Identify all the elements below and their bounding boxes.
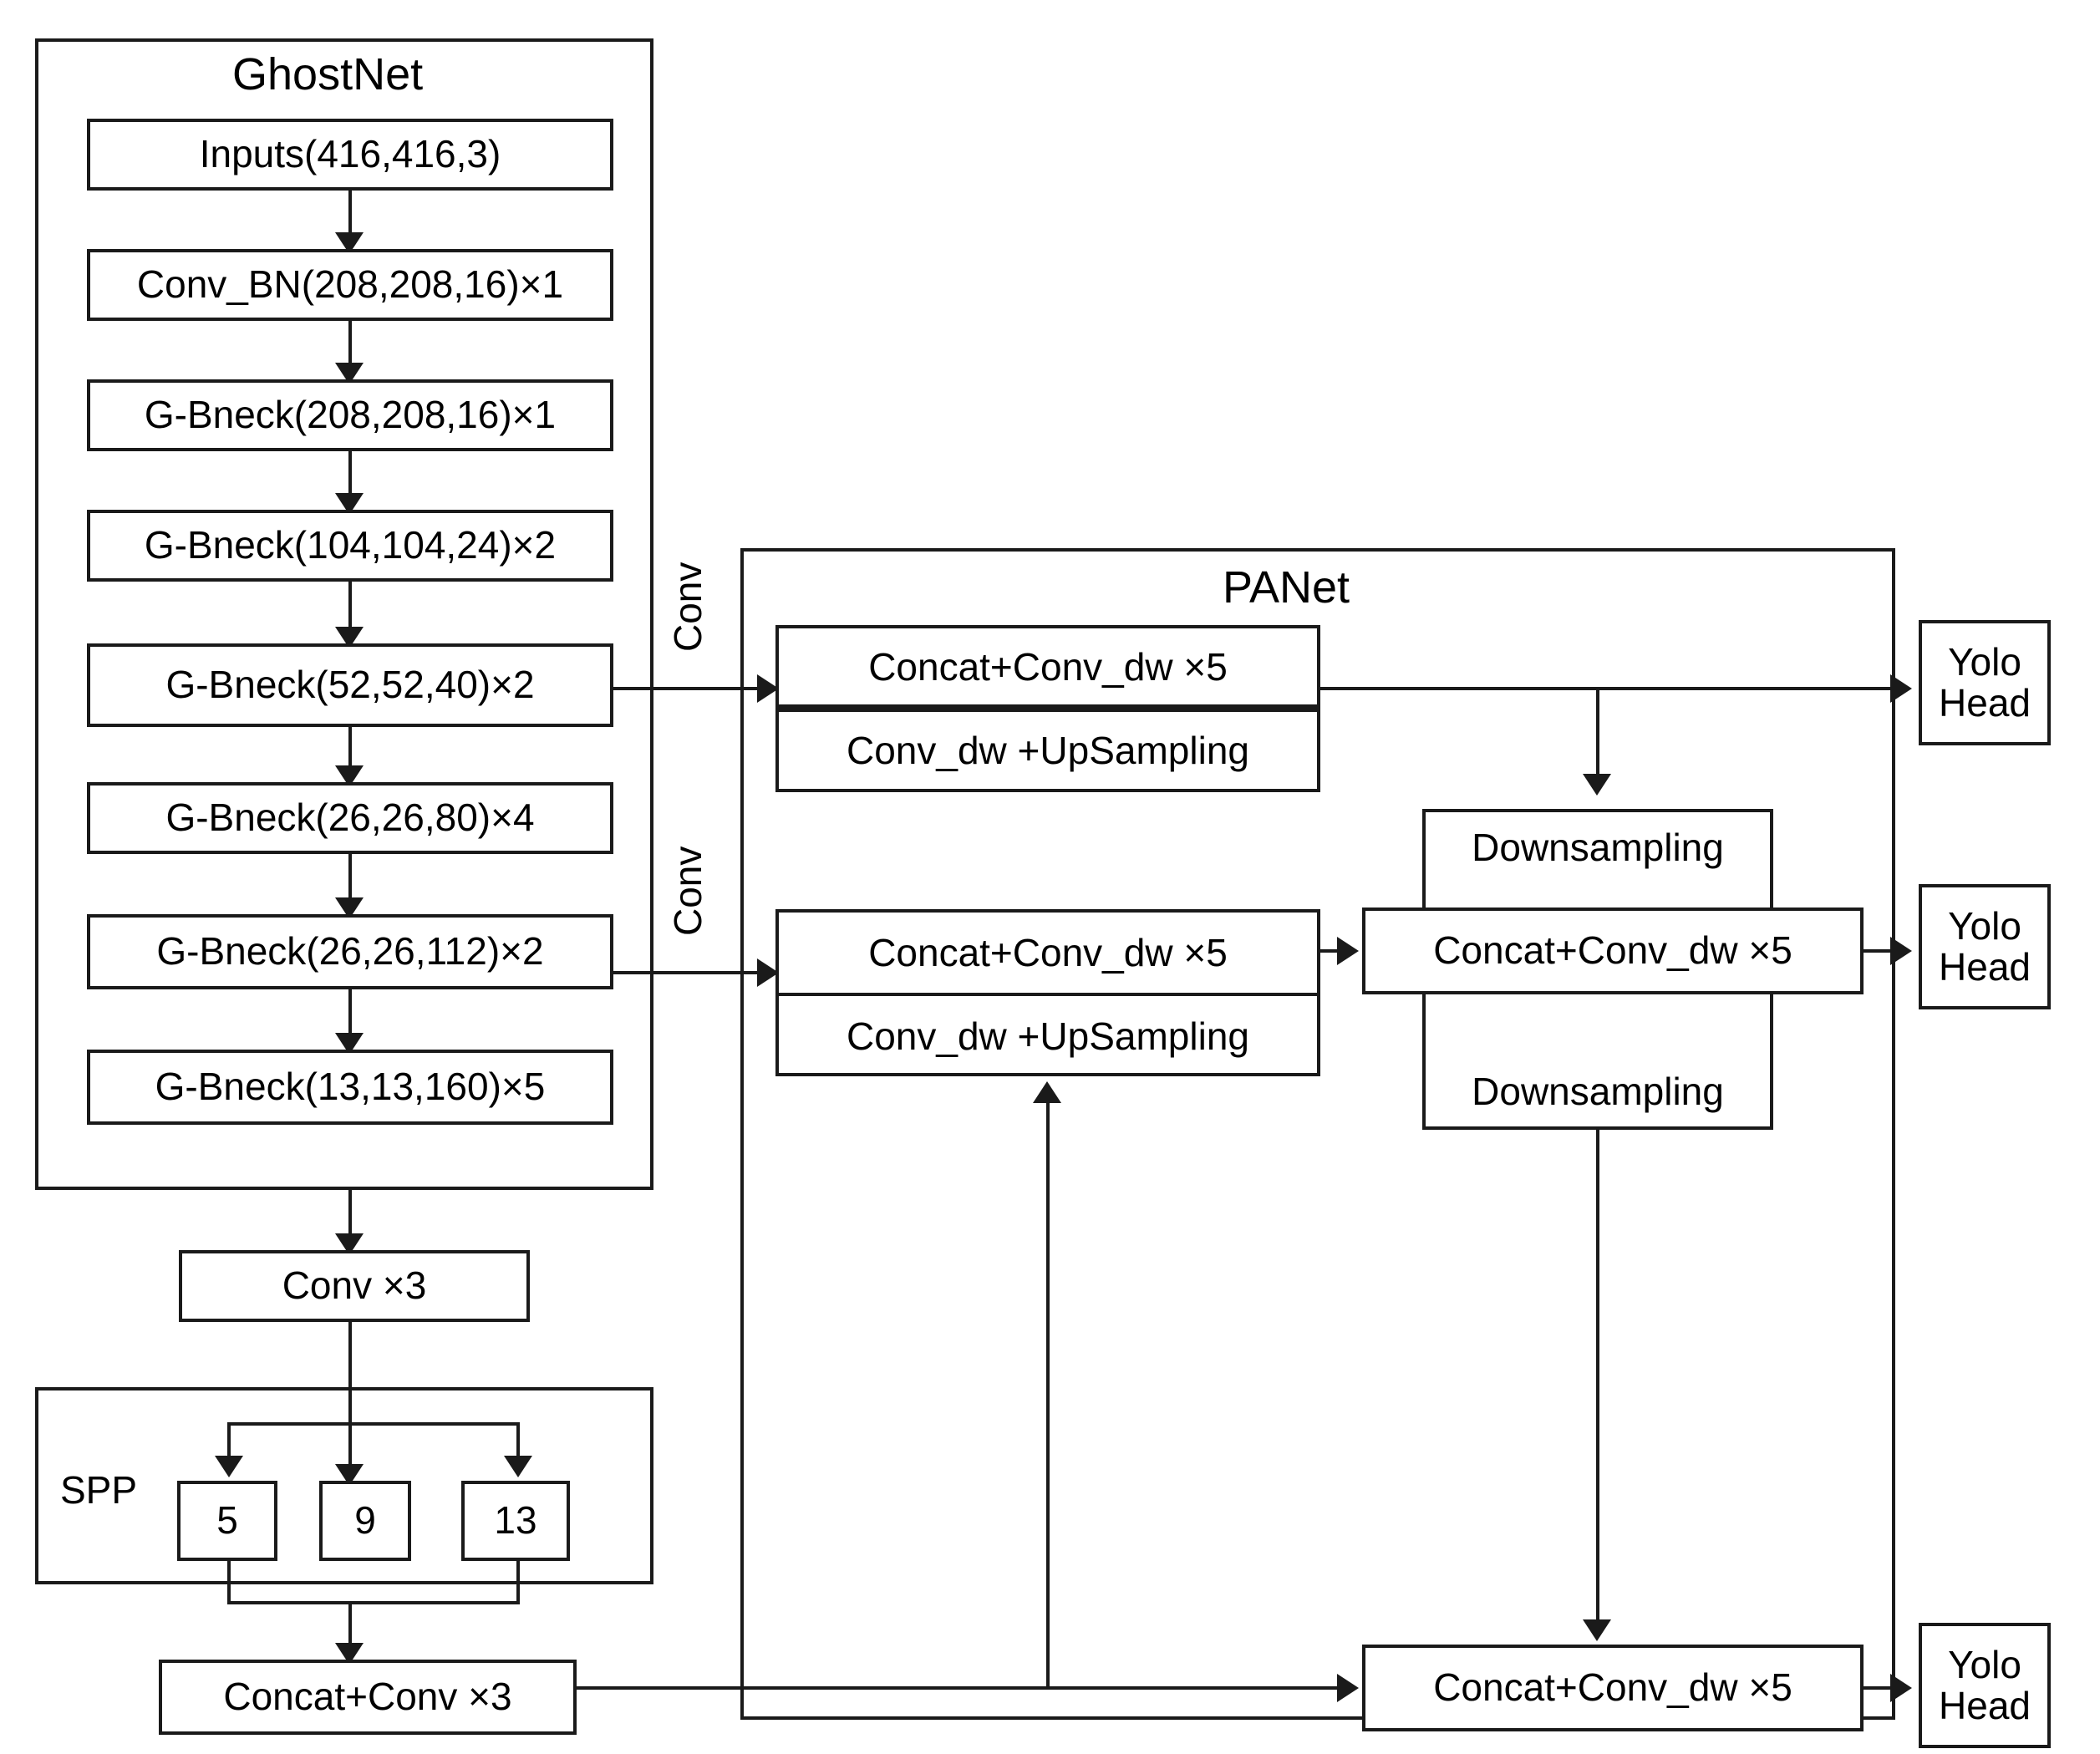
spp-kernel-9: 9 [319, 1481, 411, 1561]
ghostnet-layer-gbneck-4: G-Bneck(26,26,80)×4 [87, 782, 613, 854]
ghostnet-layer-conv-bn: Conv_BN(208,208,16)×1 [87, 249, 613, 321]
spp-kernel-5: 5 [177, 1481, 277, 1561]
arrow-right-icon [757, 674, 779, 703]
spp-label: SPP [60, 1468, 138, 1512]
connector-line [516, 1422, 520, 1464]
ghostnet-layer-gbneck-1: G-Bneck(208,208,16)×1 [87, 379, 613, 451]
ghostnet-layer-gbneck-2: G-Bneck(104,104,24)×2 [87, 510, 613, 582]
bottom-to-mid-upsample-line [1046, 1103, 1050, 1688]
panet-mid-concat: Concat+Conv_dw ×5 [779, 913, 1317, 996]
yolo-head-line2: Head [1939, 681, 2031, 724]
backbone-to-panet-line-top [613, 687, 772, 690]
ghostnet-group-box [35, 38, 653, 1190]
mid-to-right-line [1320, 949, 1340, 953]
spp-kernel-13: 13 [461, 1481, 570, 1561]
conv-x3-box: Conv ×3 [179, 1250, 530, 1322]
panet-title: PANet [1216, 565, 1357, 610]
connector-line [227, 1422, 231, 1464]
yolo-head-line1: Yolo [1948, 904, 2021, 948]
bottom-concat-to-head-line [1864, 1686, 1907, 1690]
yolo-head-3: Yolo Head [1919, 1623, 2051, 1748]
conv-label-bottom: Conv [666, 846, 709, 936]
arrow-right-icon [757, 958, 779, 987]
arrow-right-icon [1890, 937, 1912, 965]
branch-to-downsampling-line [1596, 687, 1599, 779]
arrow-down-icon [1583, 1619, 1611, 1641]
backbone-to-panet-line-mid [613, 971, 772, 974]
downsampling-to-bottom-line [1596, 1130, 1599, 1626]
ghostnet-layer-gbneck-3: G-Bneck(52,52,40)×2 [87, 643, 613, 727]
ghostnet-title: GhostNet [226, 52, 430, 97]
connector-line [348, 854, 352, 906]
panet-mid-block: Concat+Conv_dw ×5 Conv_dw +UpSampling [775, 909, 1320, 1076]
connector-line [348, 727, 352, 774]
connector-line [348, 191, 352, 241]
right-concat-to-head-line [1864, 949, 1907, 953]
connector-line [348, 1322, 352, 1472]
arrow-down-icon [215, 1456, 243, 1477]
connector-line [348, 451, 352, 501]
panet-mid-upsample: Conv_dw +UpSampling [847, 1014, 1249, 1058]
concat-conv-x3-box: Concat+Conv ×3 [159, 1660, 577, 1735]
spp-split-bus [227, 1422, 520, 1426]
arrow-right-icon [1890, 1674, 1912, 1702]
ghostnet-layer-inputs: Inputs(416,416,3) [87, 119, 613, 191]
connector-line [348, 1601, 352, 1651]
spp-merge-bus [227, 1601, 520, 1604]
panet-right-concat: Concat+Conv_dw ×5 [1362, 908, 1864, 994]
connector-line [348, 582, 352, 635]
yolo-head-2: Yolo Head [1919, 884, 2051, 1009]
arrow-down-icon [1583, 774, 1611, 796]
arrow-right-icon [1337, 1674, 1359, 1702]
yolo-head-line2: Head [1939, 945, 2031, 989]
arrow-right-icon [1890, 674, 1912, 703]
arrow-up-icon [1033, 1081, 1061, 1103]
yolo-head-line2: Head [1939, 1684, 2031, 1727]
connector-line [348, 989, 352, 1041]
yolo-head-line1: Yolo [1948, 1643, 2021, 1687]
ghostnet-layer-gbneck-6: G-Bneck(13,13,160)×5 [87, 1050, 613, 1125]
arrow-right-icon [1337, 937, 1359, 965]
panet-downsampling-bottom: Downsampling [1422, 979, 1773, 1130]
connector-line [516, 1561, 520, 1604]
panet-top-concat: Concat+Conv_dw ×5 [779, 628, 1317, 712]
connector-line [348, 1190, 352, 1242]
panet-top-block: Concat+Conv_dw ×5 Conv_dw +UpSampling [775, 625, 1320, 792]
top-concat-to-head-line [1320, 687, 1905, 690]
connector-line [348, 321, 352, 371]
panet-bottom-concat: Concat+Conv_dw ×5 [1362, 1645, 1864, 1731]
yolo-head-line1: Yolo [1948, 640, 2021, 684]
yolo-head-1: Yolo Head [1919, 620, 2051, 745]
neck-to-panet-bottom-line [577, 1686, 1342, 1690]
panet-top-upsample: Conv_dw +UpSampling [847, 728, 1249, 772]
ghostnet-layer-gbneck-5: G-Bneck(26,26,112)×2 [87, 914, 613, 989]
arrow-down-icon [504, 1456, 532, 1477]
conv-label-top: Conv [666, 562, 709, 652]
connector-line [227, 1561, 231, 1604]
